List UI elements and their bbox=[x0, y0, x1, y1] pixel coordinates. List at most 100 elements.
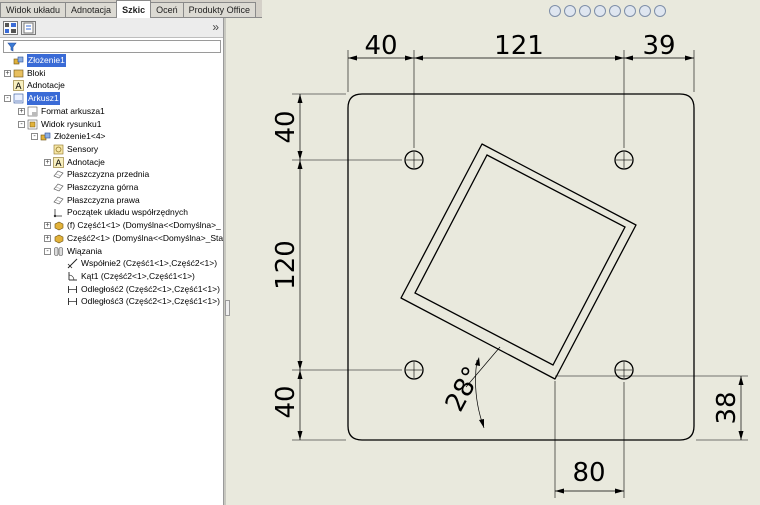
tree-item-label: Sensory bbox=[67, 143, 99, 154]
plane-icon bbox=[53, 182, 64, 193]
collapse-icon[interactable]: - bbox=[4, 95, 11, 103]
collapse-icon[interactable]: - bbox=[44, 247, 51, 255]
panel-splitter[interactable] bbox=[224, 18, 226, 505]
tab-szkic[interactable]: Szkic bbox=[116, 0, 152, 18]
tree-item-label: Płaszczyzna przednia bbox=[67, 169, 150, 180]
hole-bottom-left bbox=[404, 360, 424, 380]
sheet-icon bbox=[13, 93, 24, 104]
tree-item-label: Współnie2 (Część1<1>,Część2<1>) bbox=[81, 258, 218, 269]
assembly-icon bbox=[13, 55, 24, 66]
tree-item[interactable]: Kąt1 (Część2<1>,Część1<1>) bbox=[58, 270, 195, 283]
tree-item[interactable]: A Adnotacje bbox=[4, 79, 65, 92]
tree-item-label: Adnotacje bbox=[27, 80, 65, 91]
collapse-panel-button[interactable]: » bbox=[212, 20, 219, 34]
tree-item[interactable]: - Złożenie1<4> bbox=[31, 130, 106, 143]
angle-mate-icon bbox=[67, 271, 78, 282]
tree-item-label: Odległość2 (Część2<1>,Część1<1>) bbox=[81, 283, 220, 294]
section-view-icon[interactable] bbox=[594, 5, 606, 17]
distance-mate-icon bbox=[67, 284, 78, 295]
funnel-icon bbox=[7, 42, 17, 52]
heads-up-view-toolbar bbox=[549, 5, 666, 21]
splitter-grip[interactable] bbox=[225, 300, 230, 316]
coincident-mate-icon bbox=[67, 258, 78, 269]
tree-item[interactable]: + Format arkusza1 bbox=[18, 105, 105, 118]
plane-icon bbox=[53, 195, 64, 206]
dim-left-top[interactable]: 40 bbox=[271, 110, 301, 143]
dim-right[interactable]: 38 bbox=[712, 391, 742, 424]
dim-left-mid[interactable]: 120 bbox=[271, 240, 301, 290]
tree-item[interactable]: Sensory bbox=[44, 143, 98, 156]
sheet-format-icon bbox=[27, 106, 38, 117]
tree-item-label: Arkusz1 bbox=[27, 92, 60, 106]
hide-show-icon[interactable] bbox=[639, 5, 651, 17]
previous-view-icon[interactable] bbox=[579, 5, 591, 17]
tree-item[interactable]: Płaszczyzna przednia bbox=[44, 168, 149, 181]
tree-item-label: Format arkusza1 bbox=[41, 105, 105, 116]
panel-toolbar: » bbox=[0, 18, 223, 38]
collapse-icon[interactable]: - bbox=[18, 120, 25, 128]
expand-icon[interactable]: + bbox=[44, 158, 51, 166]
drawing-view-icon bbox=[27, 119, 38, 130]
tree-item-label: Złożenie1<4> bbox=[54, 131, 106, 142]
tab-widok-uk-adu[interactable]: Widok układu bbox=[0, 2, 67, 17]
tree-item-label: Płaszczyzna prawa bbox=[67, 194, 140, 205]
view-orientation-icon[interactable] bbox=[609, 5, 621, 17]
tree-item[interactable]: Początek układu współrzędnych bbox=[44, 206, 188, 219]
property-manager-tab-icon[interactable] bbox=[21, 21, 36, 35]
rotated-part-inner bbox=[414, 154, 626, 366]
tree-item[interactable]: + Bloki bbox=[4, 67, 45, 80]
zoom-area-icon[interactable] bbox=[564, 5, 576, 17]
expand-icon[interactable]: + bbox=[44, 234, 51, 242]
dim-bottom[interactable]: 80 bbox=[572, 458, 605, 488]
rotated-part-outer bbox=[400, 143, 637, 380]
sensor-icon bbox=[53, 144, 64, 155]
part-icon bbox=[53, 220, 64, 231]
feature-tree-tab-icon[interactable] bbox=[3, 21, 18, 35]
expand-icon[interactable]: + bbox=[44, 222, 51, 230]
tree-item-label: Płaszczyzna górna bbox=[67, 182, 139, 192]
appearance-icon[interactable] bbox=[654, 5, 666, 17]
hole-top-left bbox=[404, 150, 424, 170]
tree-item[interactable]: + (f) Część1<1> (Domyślna<<Domyślna>_ bbox=[44, 219, 221, 232]
tab-ocen[interactable]: Oceń bbox=[150, 2, 184, 17]
tree-item[interactable]: Płaszczyzna prawa bbox=[44, 194, 140, 207]
dim-left-bottom[interactable]: 40 bbox=[271, 385, 301, 418]
svg-text:A: A bbox=[15, 82, 22, 91]
dim-top-mid[interactable]: 121 bbox=[494, 31, 544, 61]
tree-item[interactable]: Płaszczyzna górna bbox=[44, 181, 138, 194]
tree-item-label: Kąt1 (Część2<1>,Część1<1>) bbox=[81, 270, 195, 281]
tree-item-label: Bloki bbox=[27, 67, 46, 78]
tab-adnotacja[interactable]: Adnotacja bbox=[65, 2, 118, 17]
expand-icon[interactable]: + bbox=[4, 69, 11, 77]
tree-item[interactable]: +Część2<1> (Domyślna<<Domyślna>_Sta bbox=[44, 232, 223, 245]
expand-icon[interactable]: + bbox=[18, 107, 25, 115]
tree-item[interactable]: Złożenie1 bbox=[4, 54, 66, 67]
tree-item[interactable]: - Arkusz1 bbox=[4, 92, 60, 106]
tree-item[interactable]: -Wiązania bbox=[44, 245, 102, 258]
part-icon bbox=[53, 233, 64, 244]
plane-icon bbox=[53, 169, 64, 180]
annotation-icon: A bbox=[13, 80, 24, 92]
blocks-icon bbox=[13, 68, 24, 79]
tree-item-label: Złożenie1 bbox=[27, 54, 66, 67]
dim-top-left[interactable]: 40 bbox=[364, 31, 397, 61]
tree-item-label: (f) Część1<1> (Domyślna<<Domyślna>_ bbox=[67, 220, 221, 231]
drawing-canvas[interactable]: 40 121 39 40 120 40 28° 80 38 bbox=[226, 18, 760, 505]
tree-item[interactable]: -Widok rysunku1 bbox=[18, 118, 101, 131]
tree-filter-input[interactable] bbox=[3, 40, 221, 53]
tree-item-label: Adnotacje bbox=[67, 156, 105, 167]
tree-item-label: Początek układu współrzędnych bbox=[67, 207, 188, 218]
zoom-to-fit-icon[interactable] bbox=[549, 5, 561, 17]
display-style-icon[interactable] bbox=[624, 5, 636, 17]
hole-top-right bbox=[614, 150, 634, 170]
tree-item[interactable]: Odległość2 (Część2<1>,Część1<1>) bbox=[58, 283, 220, 296]
hole-bottom-right bbox=[614, 360, 634, 380]
tab-produkty-office[interactable]: Produkty Office bbox=[182, 2, 256, 17]
collapse-icon[interactable]: - bbox=[31, 133, 38, 141]
dim-top-right[interactable]: 39 bbox=[642, 31, 675, 61]
tree-item[interactable]: Współnie2 (Część1<1>,Część2<1>) bbox=[58, 257, 217, 270]
tree-item[interactable]: Odległość3 (Część2<1>,Część1<1>) bbox=[58, 295, 220, 308]
